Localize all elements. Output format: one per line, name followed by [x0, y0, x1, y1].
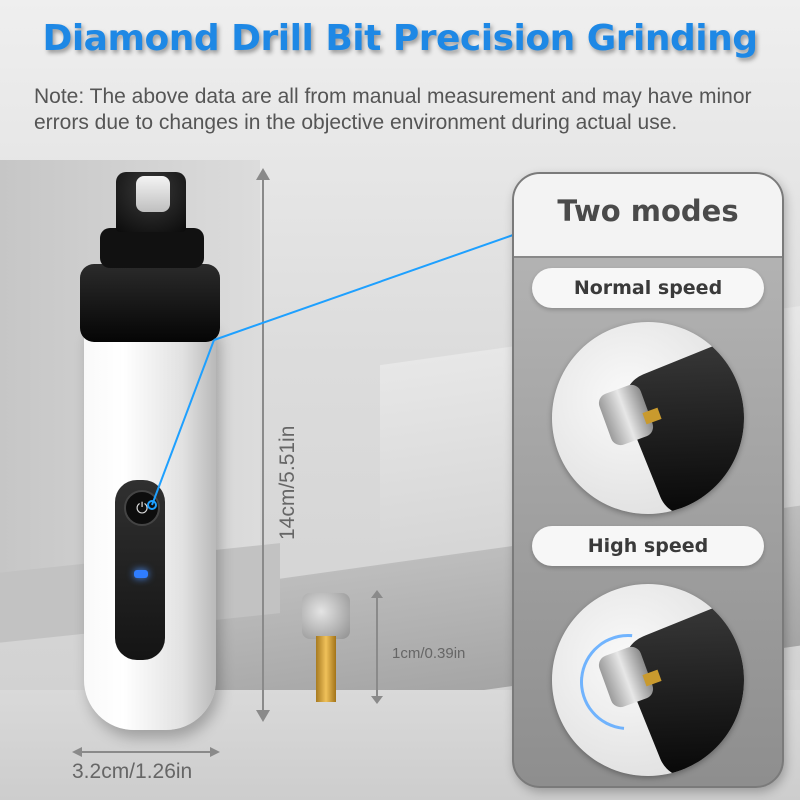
length-dimension-line	[262, 170, 264, 720]
grinder-cap-ring-upper	[100, 228, 204, 268]
high-speed-label: High speed	[532, 526, 764, 566]
normal-speed-image	[552, 322, 744, 514]
speed-indicator-led	[134, 570, 148, 578]
normal-speed-label: Normal speed	[532, 268, 764, 308]
drill-bit-head	[302, 593, 350, 639]
modes-card-header: Two modes	[514, 174, 782, 258]
power-icon: ⏻	[124, 490, 160, 526]
length-label: 14cm/5.51in	[276, 425, 299, 540]
modes-card-title: Two modes	[557, 194, 739, 228]
grinder-cap-ring-lower	[80, 264, 220, 342]
bit-height-label: 1cm/0.39in	[392, 645, 466, 662]
modes-card: Two modes Normal speed High speed	[512, 172, 784, 788]
grinder-tip-stone	[136, 176, 170, 212]
page-title: Diamond Drill Bit Precision Grinding	[42, 18, 758, 59]
high-speed-image	[552, 584, 744, 776]
drill-bit-shank	[316, 636, 336, 702]
width-label: 3.2cm/1.26in	[72, 760, 193, 783]
measurement-note: Note: The above data are all from manual…	[34, 85, 752, 134]
